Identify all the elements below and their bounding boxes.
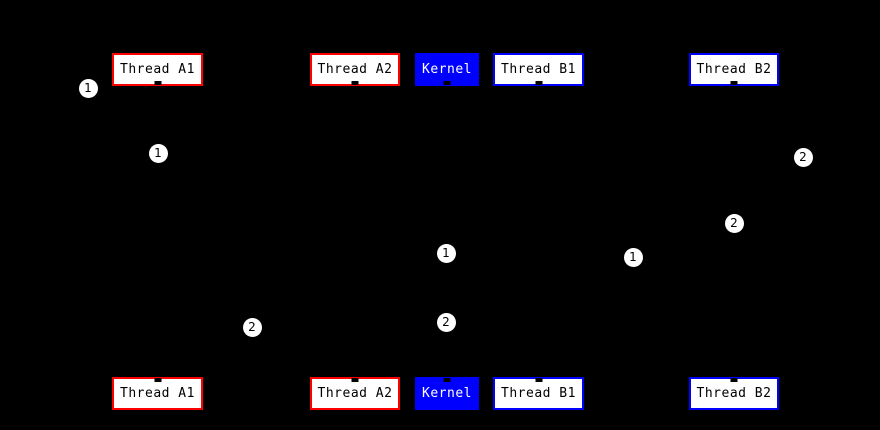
- sequence-number-badge: 2: [793, 147, 813, 167]
- participant-box-thread-b1-bottom: Thread B1: [493, 377, 584, 410]
- participant-label: Kernel: [422, 386, 472, 401]
- sequence-number-badge: 2: [724, 213, 744, 233]
- lifeline-notch: [351, 81, 359, 85]
- sequence-number-badge: 1: [148, 143, 168, 163]
- participant-box-thread-b2-top: Thread B2: [689, 53, 779, 86]
- participant-label: Thread B1: [501, 62, 576, 77]
- participant-box-thread-b2-bottom: Thread B2: [689, 377, 779, 410]
- lifeline-notch: [730, 81, 738, 85]
- lifeline-notch: [351, 378, 359, 382]
- lifeline-notch: [443, 81, 451, 85]
- participant-box-thread-a1-bottom: Thread A1: [112, 377, 203, 410]
- lifeline-notch: [154, 81, 161, 85]
- participant-label: Thread A1: [120, 62, 195, 77]
- participant-box-thread-a1-top: Thread A1: [112, 53, 203, 86]
- sequence-number-badge: 1: [78, 78, 98, 98]
- lifeline-notch: [730, 378, 738, 382]
- participant-box-kernel-bottom: Kernel: [415, 377, 479, 410]
- participant-label: Thread B2: [696, 386, 772, 401]
- participant-box-thread-a2-bottom: Thread A2: [310, 377, 400, 410]
- sequence-number-badge: 1: [623, 247, 643, 267]
- participant-label: Thread A2: [317, 386, 393, 401]
- lifeline-notch: [535, 81, 542, 85]
- participant-box-kernel-top: Kernel: [415, 53, 479, 86]
- participant-label: Thread B2: [696, 62, 772, 77]
- participant-box-thread-b1-top: Thread B1: [493, 53, 584, 86]
- participant-label: Thread A2: [317, 62, 393, 77]
- participant-label: Kernel: [422, 62, 472, 77]
- sequence-number-badge: 2: [436, 312, 456, 332]
- participant-box-thread-a2-top: Thread A2: [310, 53, 400, 86]
- lifeline-notch: [535, 378, 542, 382]
- sequence-number-badge: 1: [436, 243, 456, 263]
- lifeline-notch: [443, 378, 451, 382]
- participant-label: Thread A1: [120, 386, 195, 401]
- lifeline-notch: [154, 378, 161, 382]
- sequence-number-badge: 2: [242, 317, 262, 337]
- participant-label: Thread B1: [501, 386, 576, 401]
